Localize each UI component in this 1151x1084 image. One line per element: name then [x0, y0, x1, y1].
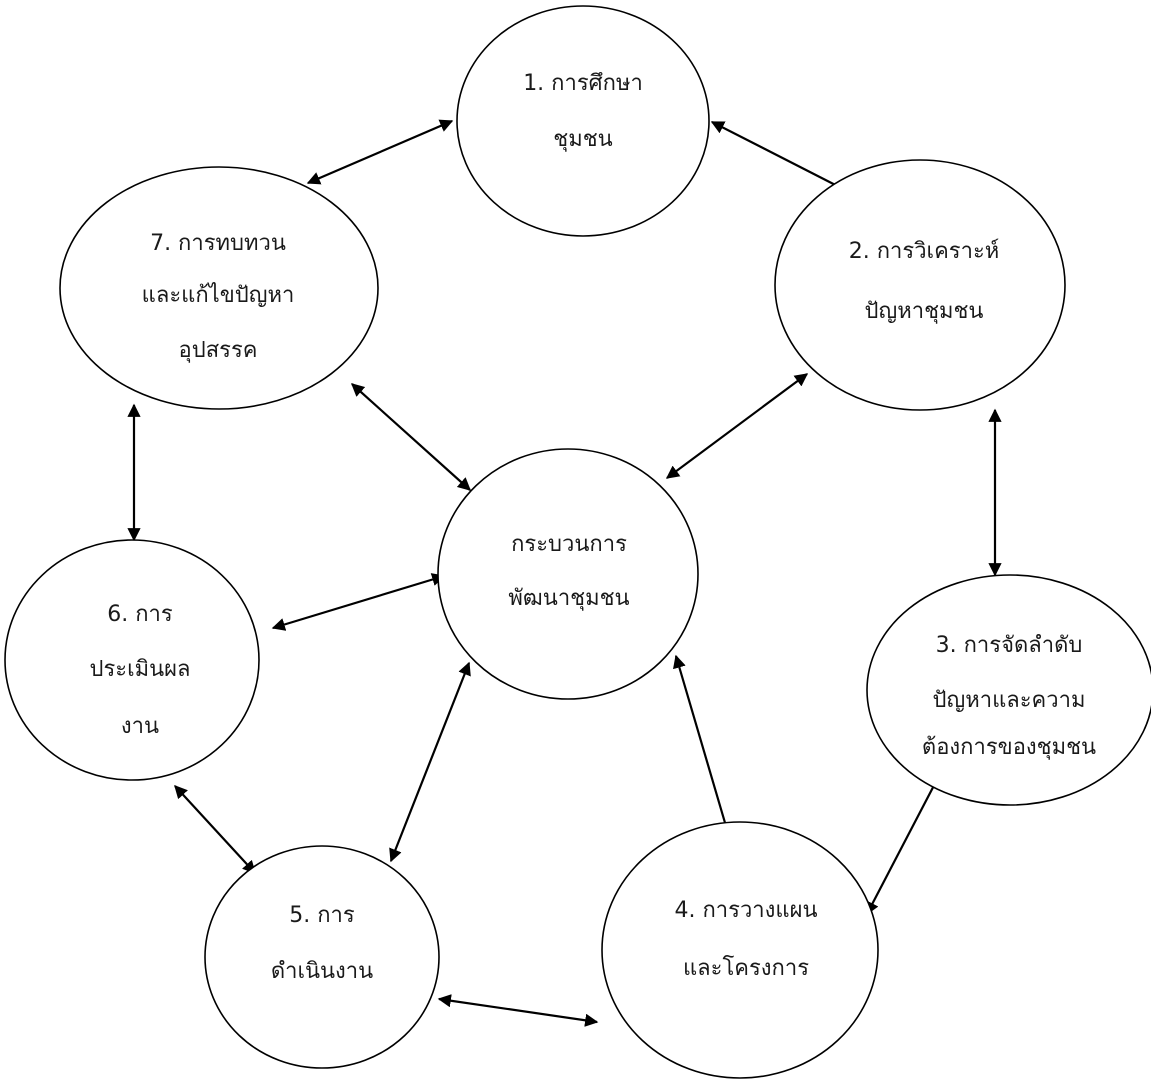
node-4-line-1: 4. การวางแผน	[674, 898, 817, 923]
node-1: 1. การศึกษา ชุมชน	[456, 5, 710, 237]
node-7-line-3: อุปสรรค	[179, 338, 258, 363]
node-1-ellipse	[456, 5, 710, 237]
center-node-line-1: กระบวนการ	[511, 532, 627, 557]
node-7-ellipse	[59, 166, 379, 410]
connector-center-7	[351, 383, 471, 491]
node-3-line-3: ต้องการของชุมชน	[922, 735, 1096, 760]
node-3: 3. การจัดลำดับ ปัญหาและความ ต้องการของชุ…	[866, 574, 1151, 806]
connector-center-4	[673, 654, 736, 852]
node-1-line-1: 1. การศึกษา	[523, 71, 643, 96]
node-5-ellipse	[204, 845, 440, 1069]
node-5-line-1: 5. การ	[289, 903, 355, 928]
node-6: 6. การ ประเมินผล งาน	[4, 539, 260, 781]
node-6-ellipse	[4, 539, 260, 781]
node-6-line-2: ประเมินผล	[89, 657, 190, 682]
node-7-line-2: และแก้ไขปัญหา	[142, 282, 295, 308]
connector-center-2	[665, 373, 809, 479]
connector-4-5	[437, 994, 599, 1027]
node-3-line-1: 3. การจัดลำดับ	[936, 633, 1083, 658]
node-2: 2. การวิเคราะห์ ปัญหาชุมชน	[774, 159, 1066, 411]
center-node-line-2: พัฒนาชุมชน	[508, 586, 629, 611]
node-4: 4. การวางแผน และโครงการ	[601, 821, 879, 1079]
connector-center-5	[389, 661, 471, 863]
node-4-ellipse	[601, 821, 879, 1079]
node-7: 7. การทบทวน และแก้ไขปัญหา อุปสรรค	[59, 166, 379, 410]
connector-center-6	[271, 573, 446, 631]
center-node-ellipse	[437, 448, 699, 700]
node-5: 5. การ ดำเนินงาน	[204, 845, 440, 1069]
connector-3-4	[866, 770, 942, 916]
node-7-line-1: 7. การทบทวน	[150, 231, 286, 256]
node-2-line-2: ปัญหาชุมชน	[865, 299, 984, 324]
connector-1-2	[710, 121, 855, 195]
node-4-line-2: และโครงการ	[683, 955, 809, 981]
node-5-line-2: ดำเนินงาน	[271, 959, 373, 984]
node-3-line-2: ปัญหาและความ	[933, 688, 1086, 713]
connector-group	[127, 119, 1002, 1027]
connector-5-6	[174, 785, 256, 874]
center-node: กระบวนการ พัฒนาชุมชน	[437, 448, 699, 700]
node-2-ellipse	[774, 159, 1066, 411]
node-6-line-1: 6. การ	[107, 602, 173, 627]
node-1-line-2: ชุมชน	[553, 127, 612, 152]
node-6-line-3: งาน	[121, 714, 159, 739]
node-3-ellipse	[866, 574, 1151, 806]
connector-7-1	[306, 119, 454, 185]
node-2-line-1: 2. การวิเคราะห์	[849, 239, 1000, 264]
